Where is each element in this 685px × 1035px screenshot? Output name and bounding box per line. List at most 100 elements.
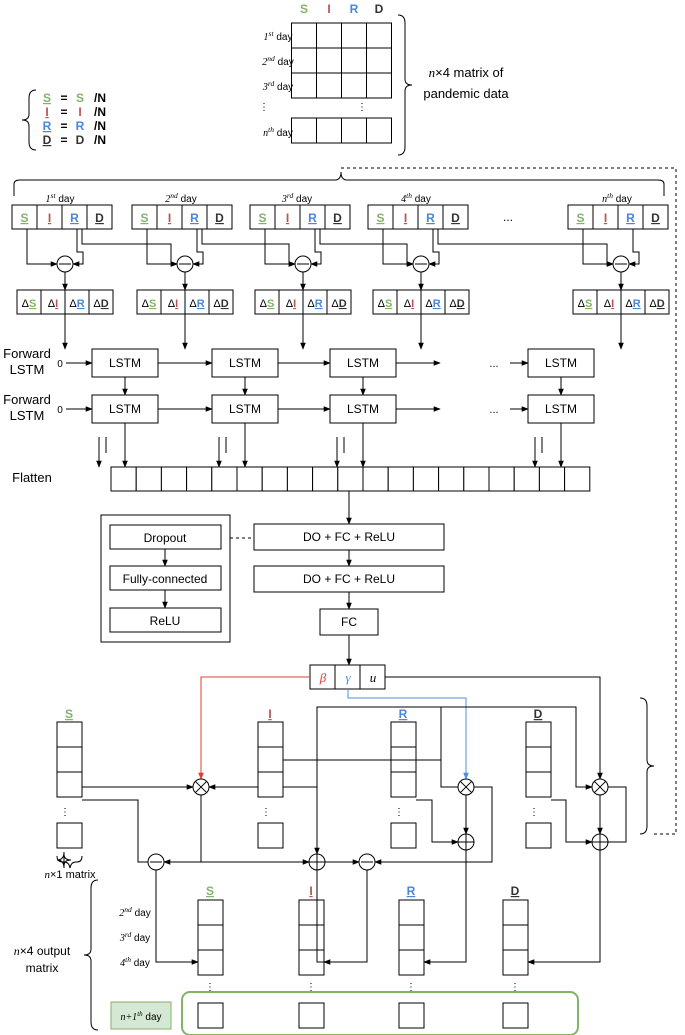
input-matrix-cell (366, 72, 392, 99)
input-header-d: D (375, 2, 384, 16)
daily-cell-d (642, 204, 669, 230)
daily-cell-s (367, 204, 394, 230)
legend-equals: = (60, 91, 67, 105)
lstm-cell-label: LSTM (545, 356, 577, 370)
update-col-cell (257, 771, 284, 798)
output-matrix-cell (398, 949, 425, 976)
fc-block (319, 608, 379, 636)
legend-raw-s: S (76, 91, 84, 105)
lstm-cell (211, 348, 279, 378)
output-matrix-cell (197, 899, 224, 926)
daily-cell-r (181, 204, 208, 230)
legend-equals: = (60, 133, 67, 147)
lstm-row-label: Forward (3, 392, 51, 407)
legend-raw-d: D (76, 133, 85, 147)
delta-cell-label-i: ΔI (168, 298, 178, 310)
flatten-cell (412, 466, 440, 492)
delta-cell-label-r: ΔR (425, 298, 440, 310)
param-u-label: u (370, 670, 377, 685)
daily-cell-label-s: S (258, 211, 266, 225)
d-to-plus (551, 799, 593, 845)
s-to-minus (82, 799, 148, 863)
param-beta-label: β (319, 670, 327, 685)
output-col-header-d: D (511, 884, 520, 898)
gamma-to-i-minus (374, 786, 493, 865)
diff-prev-link (201, 229, 296, 267)
lstm-row-label: LSTM (10, 362, 45, 377)
input-matrix-cell (316, 72, 342, 99)
delta-cell-label-i: ΔI (286, 298, 296, 310)
flatten-cell (564, 466, 591, 492)
delta-cell-d (444, 289, 470, 315)
daily-cell-label-s: S (20, 211, 28, 225)
param-gamma (334, 664, 361, 690)
output-matrix-cell (502, 899, 529, 926)
output-next-day-cell (502, 1002, 529, 1029)
delta-cell-label-s: ΔS (22, 298, 37, 310)
legend-normalized-r: R (43, 119, 52, 133)
daily-cell-d (206, 204, 233, 230)
lstm-ellipsis: ... (489, 404, 498, 416)
input-day-label: 3rd day (262, 79, 293, 93)
daily-cell-label-s: S (376, 211, 384, 225)
dense-block-1-label: DO + FC + ReLU (303, 530, 395, 544)
output-matrix-cell (398, 899, 425, 926)
delta-cell-label-r: ΔR (625, 298, 640, 310)
beta-times-node-glyph-b (194, 780, 208, 794)
daily-cell-label-i: I (168, 211, 171, 225)
beta-arrow (198, 676, 310, 780)
diff-prev-link (437, 229, 614, 267)
update-col-dots: ⋮ (529, 807, 539, 818)
gamma-arrow (347, 689, 469, 780)
delta-cell-label-d: ΔD (93, 298, 108, 310)
output-day-label: 2nd day (119, 905, 150, 919)
r-to-plus (416, 799, 459, 845)
output-col-dots: ⋮ (406, 982, 416, 993)
daily-cell-label-d: D (215, 211, 224, 225)
daily-cell-label-d: D (95, 211, 104, 225)
daily-cell-label-i: I (404, 211, 407, 225)
input-matrix-cell (366, 117, 392, 144)
gamma-times-node-glyph-b (459, 780, 473, 794)
delta-cell-label-s: ΔS (260, 298, 275, 310)
diff-cur-link (26, 229, 58, 267)
delta-cell-s (572, 289, 598, 315)
lstm-cell-label: LSTM (347, 402, 379, 416)
diff-cur-link-2 (192, 229, 204, 267)
delta-cell-label-i: ΔI (604, 298, 614, 310)
feedback-dashed-line (341, 167, 677, 835)
input-header-i: I (327, 2, 330, 16)
lstm-row-label: Forward (3, 346, 51, 361)
flatten-cell (362, 466, 389, 492)
diff-cur-link-2 (628, 229, 640, 267)
output-next-day-cell (398, 1002, 425, 1029)
delta-cell-i (596, 289, 622, 315)
delta-cell-label-s: ΔS (578, 298, 593, 310)
next-day-label-box (110, 1001, 172, 1030)
out-s-link (155, 870, 199, 965)
delta-cell-label-s: ΔS (142, 298, 157, 310)
output-brace (83, 879, 99, 1031)
fc-block-label: FC (341, 615, 357, 629)
update-col-cell (525, 771, 552, 798)
input-matrix-cell (366, 47, 392, 74)
input-matrix-cell (341, 47, 367, 74)
times-to-s-minus (163, 795, 202, 865)
daily-cell-r (617, 204, 644, 230)
i-to-u-times (316, 706, 593, 790)
lstm-init-value: 0 (57, 405, 63, 416)
output-col-dots: ⋮ (510, 982, 520, 993)
legend-equals: = (60, 119, 67, 133)
update-right-brace (639, 697, 655, 835)
lstm-init-value: 0 (57, 359, 63, 370)
output-next-day-cell (197, 1002, 224, 1029)
u-to-d-plus-2 (608, 786, 627, 843)
output-col-header-r: R (407, 884, 416, 898)
input-matrix-caption: n×4 matrix of (429, 65, 504, 80)
out-d-link (527, 850, 601, 965)
daily-cell-i (274, 204, 301, 230)
diff-cur-link (264, 229, 296, 267)
flatten-cell (387, 466, 414, 492)
update-col-header-r: R (399, 707, 408, 721)
